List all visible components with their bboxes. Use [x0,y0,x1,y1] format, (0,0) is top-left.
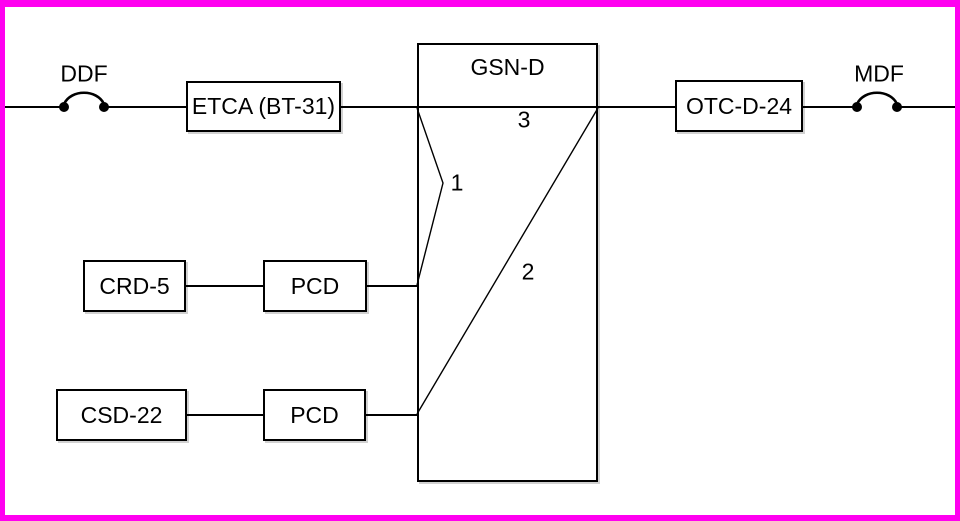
csd22-block-label: CSD-22 [80,401,163,428]
gsnd-block-label: GSN-D [470,54,545,80]
otc-block: OTC-D-24 [675,80,803,132]
pcd-upper-block-label: PCD [290,272,340,299]
crd5-block-label: CRD-5 [99,272,170,299]
pcd-lower-block: PCD [263,389,366,441]
mdf-jumper-arc [855,91,899,106]
pcd-upper-block: PCD [263,260,367,312]
mdf-jumper-dot-right [892,102,902,112]
gsnd-path-1-label: 1 [450,169,464,196]
ddf-jumper-arc [62,91,106,106]
pcd-lower-block-label: PCD [290,401,339,428]
gsnd-block: GSN-D [417,43,598,482]
csd22-block: CSD-22 [56,389,187,441]
etca-block-label: ETCA (BT-31) [191,93,336,120]
etca-block: ETCA (BT-31) [186,81,341,132]
mdf-frame-label: MDF [854,60,904,87]
crd5-block: CRD-5 [83,260,186,312]
gsnd-path-3-label: 3 [517,106,531,133]
ddf-frame-label: DDF [60,60,108,87]
ddf-jumper-dot-left [59,102,69,112]
gsnd-path-2-label: 2 [521,258,535,285]
mdf-jumper-dot-left [852,102,862,112]
ddf-jumper-dot-right [99,102,109,112]
otc-block-label: OTC-D-24 [685,92,793,119]
